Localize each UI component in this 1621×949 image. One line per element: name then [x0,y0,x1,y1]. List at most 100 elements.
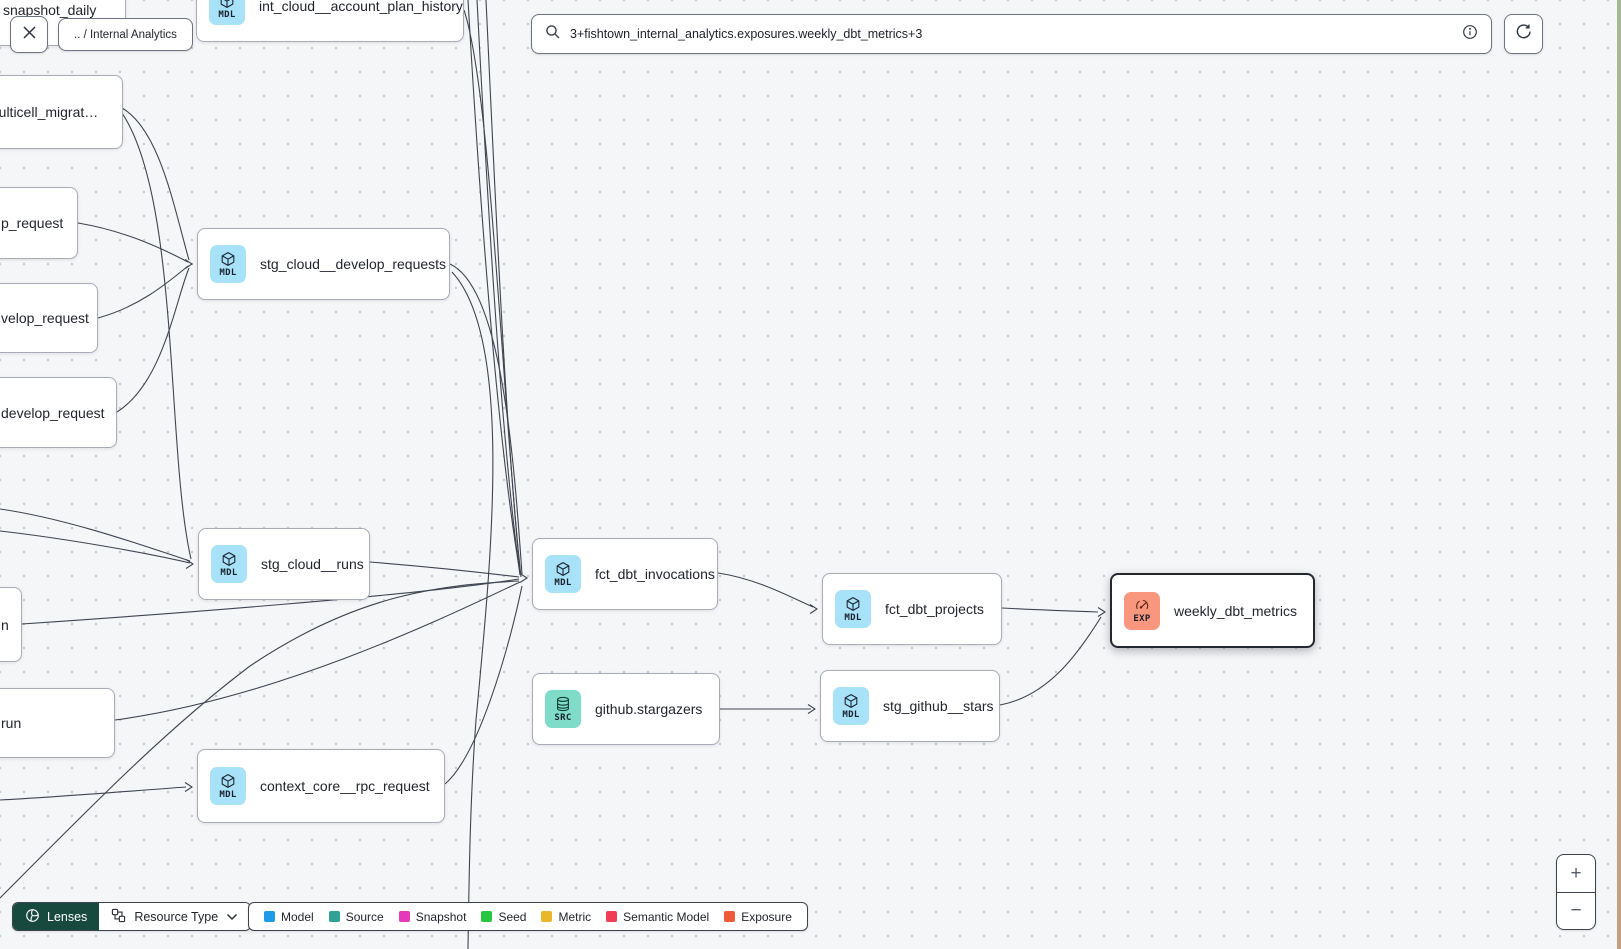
legend-swatch [328,911,340,922]
node-label: develop_request [1,404,105,421]
node-develop_request[interactable]: MDLdevelop_request [0,377,117,448]
source-badge: SRC [545,690,581,728]
legend-item-model: Model [264,910,314,924]
lenses-icon [25,908,40,926]
node-p_request[interactable]: MDLp_request [0,187,78,259]
legend-swatch [606,911,618,922]
node-stg_github__stars[interactable]: MDL stg_github__stars [820,670,1000,742]
model-badge: MDL [211,545,247,583]
cube-icon [220,251,236,267]
breadcrumb-label: .. / Internal Analytics [74,28,177,41]
legend-item-exposure: Exposure [724,910,792,924]
model-badge: MDL [209,0,245,25]
badge-label: MDL [219,267,237,278]
model-badge: MDL [833,687,869,725]
legend-swatch [398,911,410,922]
node-run_partial[interactable]: MDLrun [0,688,115,758]
legend-label: Seed [498,909,527,924]
model-badge: MDL [835,590,871,628]
legend-item-semantic-model: Semantic Model [606,910,709,924]
close-icon [22,25,37,45]
node-label: context_core__rpc_request [260,778,430,794]
cube-icon [219,0,235,9]
zoom-out-button[interactable]: − [1557,892,1595,929]
info-icon[interactable] [1462,24,1478,45]
node-label: stg_cloud__develop_requests [260,256,447,272]
refresh-icon [1515,23,1532,45]
node-label: p_request [1,215,64,231]
badge-label: MDL [844,612,862,623]
search-input[interactable] [570,27,1453,41]
node-stg_cloud__runs[interactable]: MDL stg_cloud__runs [198,528,370,600]
node-fct_dbt_invocations[interactable]: MDL fct_dbt_invocations [532,538,718,610]
breadcrumb[interactable]: .. / Internal Analytics [58,18,193,51]
badge-label: MDL [218,9,236,20]
model-badge: MDL [210,767,246,805]
badge-label: MDL [220,567,238,578]
cube-icon [555,561,571,577]
legend-label: Semantic Model [623,909,710,924]
node-label: fct_dbt_invocations [595,566,715,582]
badge-label: MDL [554,577,572,588]
node-n_partial[interactable]: MDLn [0,587,22,662]
lenses-label: Lenses [47,909,88,924]
legend-swatch [724,911,736,922]
close-button[interactable] [10,16,48,53]
cube-icon [221,551,237,567]
badge-label: MDL [842,709,860,720]
legend-label: Exposure [741,909,792,924]
node-label: weekly_dbt_metrics [1174,602,1297,619]
legend-swatch [481,911,493,922]
legend-item-source: Source [328,909,384,924]
cube-icon [845,596,861,612]
node-label: stg_cloud__runs [261,556,364,572]
exposure-badge: EXP [1124,591,1160,630]
cube-icon [220,773,236,789]
legend-label: Snapshot [415,909,467,924]
plus-icon: + [1570,862,1582,884]
node-multicell_migrat[interactable]: MDLmulticell_migrat… [0,75,123,149]
badge-label: MDL [219,789,237,800]
database-icon [555,696,571,712]
badge-label: EXP [1133,614,1151,624]
model-badge: MDL [545,555,581,593]
node-label: fct_dbt_projects [885,601,984,617]
resource-type-label: Resource Type [134,909,219,924]
node-int_cloud__account_plan_history[interactable]: MDL int_cloud__account_plan_history [196,0,464,42]
node-label: multicell_migrat… [0,104,99,120]
legend-item-snapshot: Snapshot [398,909,467,924]
resource-type-icon [111,908,126,926]
zoom-controls: + − [1556,854,1596,930]
gauge-icon [1134,597,1150,613]
legend-label: Source [345,909,384,924]
node-fct_dbt_projects[interactable]: MDL fct_dbt_projects [822,573,1002,645]
node-label: run [1,715,22,731]
node-weekly_dbt_metrics[interactable]: EXP weekly_dbt_metrics [1110,573,1315,648]
lens-control-group: Lenses Resource Type [12,902,252,931]
zoom-in-button[interactable]: + [1557,855,1595,892]
legend-label: Metric [558,909,592,924]
legend-swatch [264,911,275,922]
node-label: int_cloud__account_plan_history [259,0,463,14]
lenses-button[interactable]: Lenses [13,903,100,930]
chevron-down-icon [226,910,238,924]
node-context_core__rpc_request[interactable]: MDL context_core__rpc_request [197,749,445,823]
desktop-wallpaper-strip [1617,0,1621,949]
node-velop_request[interactable]: MDLvelop_request [0,283,98,353]
search-bar[interactable] [531,14,1492,54]
search-icon [545,24,561,45]
badge-label: SRC [554,712,572,723]
legend-label: Model [281,909,314,924]
node-github_stargazers[interactable]: SRC github.stargazers [532,673,720,745]
node-label: stg_github__stars [883,698,994,714]
resource-type-dropdown[interactable]: Resource Type [99,903,251,930]
minus-icon: − [1570,900,1582,921]
node-stg_cloud__develop_requests[interactable]: MDL stg_cloud__develop_requests [197,228,450,300]
refresh-button[interactable] [1504,14,1543,54]
node-label: github.stargazers [595,701,703,717]
cube-icon [843,693,859,709]
node-label: n [1,616,9,633]
legend-item-seed: Seed [481,910,526,924]
